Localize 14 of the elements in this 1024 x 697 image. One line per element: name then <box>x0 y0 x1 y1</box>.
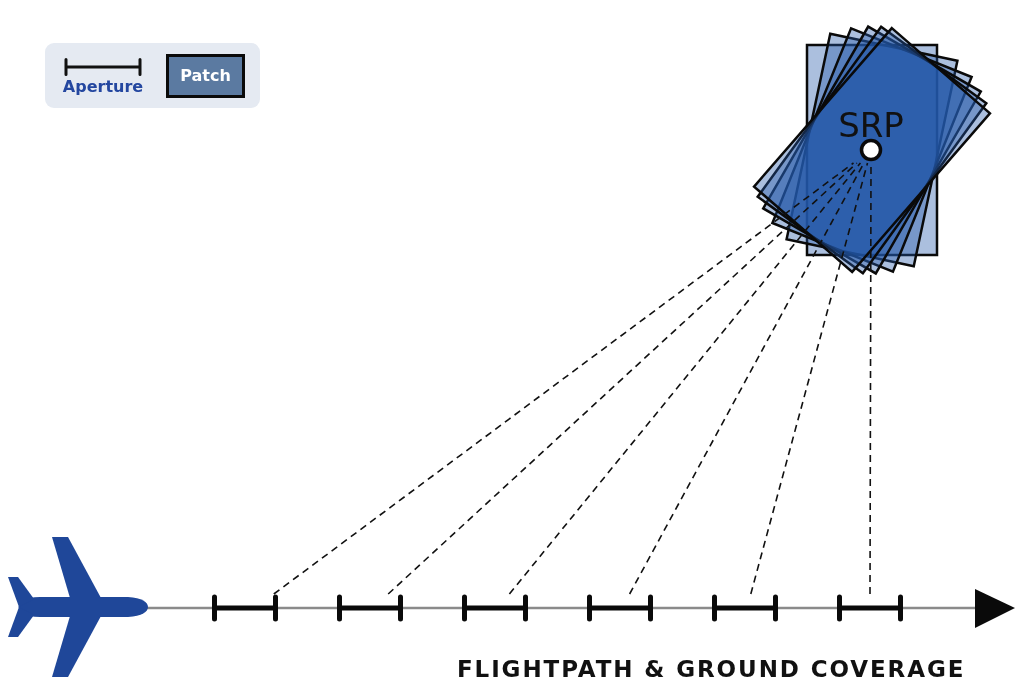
aperture-bar <box>586 594 654 622</box>
aperture-bar <box>836 594 904 622</box>
sight-line <box>273 162 855 595</box>
sight-line <box>508 162 862 595</box>
point-label: SRP <box>837 108 905 142</box>
sight-line <box>387 162 858 595</box>
aperture-bar <box>211 594 279 622</box>
aperture-bar <box>336 594 404 622</box>
aperture-bar <box>711 594 779 622</box>
legend-label: Aperture <box>62 77 144 97</box>
figure-caption: FLIGHTPATH & GROUND COVERAGE <box>457 658 966 681</box>
sight-line <box>750 162 869 595</box>
legend-label: Patch <box>180 66 231 84</box>
aperture-bar <box>461 594 529 622</box>
